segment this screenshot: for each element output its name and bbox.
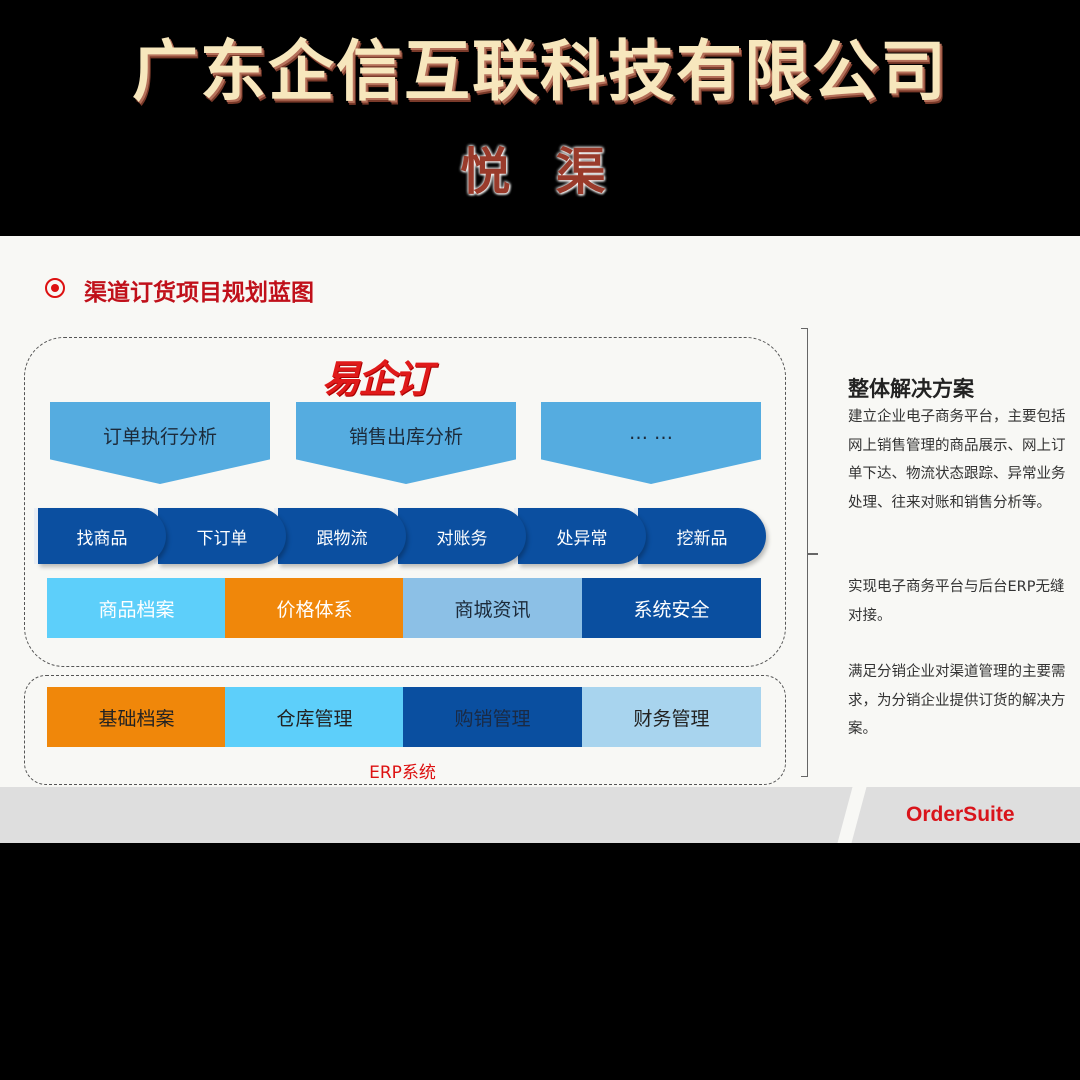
erp-module-cell: 购销管理: [403, 687, 582, 747]
process-step: 挖新品: [638, 508, 766, 564]
module-cell: 商城资讯: [403, 578, 582, 638]
erp-module-cell: 财务管理: [582, 687, 761, 747]
slide-heading: 渠道订货项目规划蓝图: [84, 280, 314, 306]
side-paragraph: 满足分销企业对渠道管理的主要需求，为分销企业提供订货的解决方案。: [848, 664, 1066, 737]
platform-box: [24, 337, 786, 667]
process-step: 跟物流: [278, 508, 406, 564]
erp-module-cell: 仓库管理: [225, 687, 404, 747]
subtitle: 悦 渠: [460, 143, 620, 201]
bracket-tick: [808, 553, 818, 555]
target-bullet-icon: [45, 278, 65, 298]
side-paragraph: 实现电子商务平台与后台ERP无缝对接。: [848, 579, 1065, 624]
side-title: 整体解决方案: [848, 377, 974, 401]
module-cell: 商品档案: [47, 578, 226, 638]
process-step: 找商品: [38, 508, 166, 564]
module-cell: 价格体系: [225, 578, 404, 638]
process-step: 下订单: [158, 508, 286, 564]
module-cell: 系统安全: [582, 578, 761, 638]
process-step: 处异常: [518, 508, 646, 564]
erp-module-cell: 基础档案: [47, 687, 226, 747]
brand-label: OrderSuite: [906, 803, 1015, 826]
side-paragraph: 建立企业电子商务平台，主要包括网上销售管理的商品展示、网上订单下达、物流状态跟踪…: [848, 409, 1066, 511]
erp-box: [24, 675, 786, 785]
process-step: 对账务: [398, 508, 526, 564]
logo: 易企订: [322, 357, 432, 401]
erp-label: ERP系统: [369, 763, 436, 783]
bracket: [801, 328, 808, 777]
slide-footer: [0, 787, 1080, 843]
company-title: 广东企信互联科技有限公司: [132, 33, 948, 110]
